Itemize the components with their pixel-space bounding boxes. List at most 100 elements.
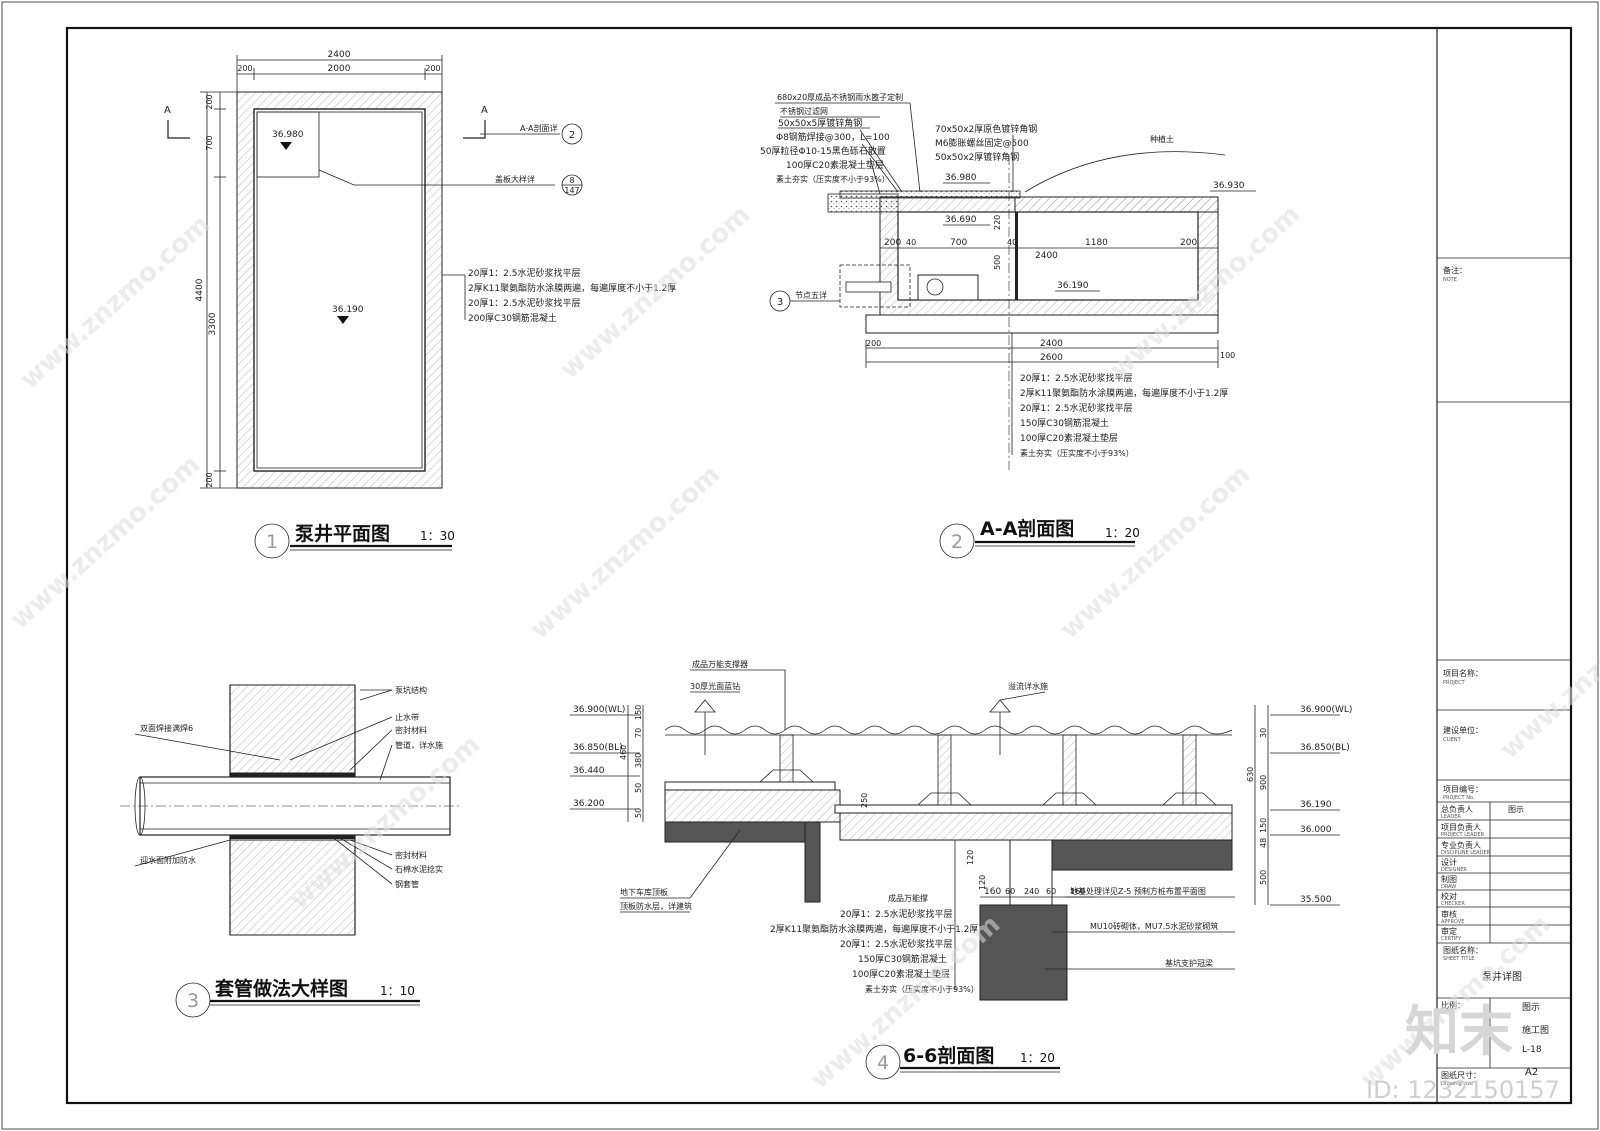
plan-layer-4: 200厚C30钢筋混凝土 bbox=[468, 312, 557, 324]
66-label-bottom-3: 成品万能撑 bbox=[888, 893, 928, 903]
tb-row-7-en: APPROVE bbox=[1441, 919, 1464, 925]
66-dim-b4: 60 bbox=[1005, 887, 1015, 896]
drawing-1-number: 1 bbox=[266, 531, 278, 553]
aa-note-5: 50厚粒径Φ10-15黑色砾石散置 bbox=[760, 145, 886, 157]
66-slab-left bbox=[664, 789, 841, 823]
aa-elev-4: 36.190 bbox=[1057, 281, 1089, 291]
plan-elev-top: 36.980 bbox=[272, 130, 304, 140]
aa-elev-2: 36.930 bbox=[1213, 181, 1245, 191]
aa-elev-3: 36.690 bbox=[945, 215, 977, 225]
tb-row-2-en: PROJECT LEADER bbox=[1441, 832, 1485, 838]
plan-inner bbox=[253, 108, 426, 472]
66-dim-r1: 30 bbox=[1259, 728, 1268, 738]
tb-size-label: 图纸尺寸： bbox=[1441, 1070, 1481, 1080]
lamp-icon bbox=[694, 699, 716, 713]
aa-dim-7: 2400 bbox=[1035, 251, 1058, 261]
66-label-top-1: 成品万能支撑器 bbox=[692, 659, 748, 669]
66-layer-6: 素土夯实（压实度不小于93%） bbox=[865, 984, 979, 994]
aa-dim-5: 1180 bbox=[1085, 238, 1108, 248]
tb-size-en: Drawing size bbox=[1441, 1081, 1473, 1087]
sleeve-label-1: 泵坑结构 bbox=[395, 685, 427, 695]
66-layer-5: 100厚C20素混凝土垫层 bbox=[852, 968, 950, 980]
66-garage-roof bbox=[664, 821, 821, 843]
lamp-icon bbox=[989, 699, 1011, 713]
tb-sheet-title-label: 图纸名称： bbox=[1443, 945, 1483, 955]
drawing-2-title: A-A剖面图 bbox=[980, 517, 1074, 540]
tb-row-1-en: LEADER bbox=[1441, 814, 1461, 820]
66-elev-left-3: 36.440 bbox=[573, 766, 605, 776]
drawing-frame bbox=[65, 26, 1573, 1105]
drawing-4-number: 4 bbox=[877, 1052, 889, 1074]
plan-callout-aa-num: 2 bbox=[569, 130, 575, 141]
aa-pump bbox=[917, 274, 979, 301]
aa-note-r2: M6膨胀螺丝固定@500 bbox=[935, 137, 1029, 149]
sleeve-detail-view: 泵坑结构 止水带 密封材料 管道，详水施 双面焊接满焊6 密封材料 石棉水泥捻实… bbox=[120, 684, 460, 1018]
aa-note-r1: 70x50x2厚原色镀锌角钢 bbox=[935, 123, 1037, 135]
66-dim-r2: 630 bbox=[1246, 767, 1255, 782]
tb-row-1: 总负责人 bbox=[1441, 804, 1473, 814]
tb-size-value: A2 bbox=[1525, 1067, 1538, 1078]
66-label-bottom-4: 地基处理详见Z-5 预制方桩布置平面图 bbox=[1070, 886, 1206, 896]
aa-dim-10: 2400 bbox=[1040, 339, 1063, 349]
plan-dim-v3: 4400 bbox=[195, 278, 205, 301]
aa-soil-label: 种植土 bbox=[1150, 134, 1174, 144]
section-66-view: 成品万能支撑器 30厚光面蓝钻 溢流详水施 36.900(WL) 36.850(… bbox=[570, 659, 1352, 1080]
66-dim-r4: 150 bbox=[1259, 818, 1268, 833]
aa-dim-12: 200 bbox=[866, 339, 881, 348]
aa-dim-2: 40 bbox=[906, 238, 916, 247]
aa-layer-4: 150厚C30钢筋混凝土 bbox=[1020, 417, 1109, 429]
drawing-4-scale: 1：20 bbox=[1020, 1051, 1055, 1065]
plan-dim-left: 200 bbox=[237, 64, 252, 73]
tb-row-4-en: DESIGNER bbox=[1441, 867, 1467, 873]
66-dim-b7: 160 bbox=[1070, 887, 1085, 896]
plan-layer-2: 2厚K11聚氨酯防水涂膜两遍，每遍厚度不小于1.2厚 bbox=[468, 282, 676, 294]
aa-note-7: 素土夯实（压实度不小于93%） bbox=[776, 174, 890, 184]
watermark-4: www.znzmo.com bbox=[5, 449, 207, 635]
66-elev-right-5: 35.500 bbox=[1300, 895, 1332, 905]
sleeve-label-4: 管道，详水施 bbox=[395, 740, 443, 750]
66-beam bbox=[1051, 839, 1233, 871]
sleeve-label-3: 密封材料 bbox=[395, 725, 427, 735]
66-label-top-2: 30厚光面蓝钻 bbox=[690, 681, 740, 691]
callout-circle-icon bbox=[561, 123, 583, 145]
66-dim-l6: 50 bbox=[634, 808, 643, 818]
watermark-10: www.znzmo.com bbox=[1495, 579, 1600, 765]
66-layer-2: 2厚K11聚氨酯防水涂膜两遍，每遍厚度不小于1.2厚 bbox=[770, 923, 978, 935]
sleeve-wall-bottom bbox=[229, 839, 356, 936]
aa-note-2: 不锈钢过滤网 bbox=[780, 106, 828, 116]
tb-client: 建设单位： bbox=[1443, 725, 1483, 735]
tb-sheet-title: 泵井详图 bbox=[1482, 970, 1522, 983]
drawing-1-scale: 1：30 bbox=[420, 529, 455, 543]
66-dim-b2: 120 bbox=[978, 875, 987, 890]
aa-layer-5: 100厚C20素混凝土垫层 bbox=[1020, 432, 1118, 444]
tb-row-6: 校对 bbox=[1441, 891, 1457, 901]
tb-row-4: 设计 bbox=[1441, 857, 1457, 867]
section-aa-view: 种植土 36.980 36.930 36.690 36.190 200 40 7… bbox=[760, 92, 1256, 559]
pool-water-surface bbox=[664, 725, 1233, 735]
watermark-6: www.znzmo.com bbox=[1055, 459, 1257, 645]
aa-note-6: 100厚C20素混凝土垫层 bbox=[786, 159, 884, 171]
watermark-id: ID: 1232150157 bbox=[1366, 1076, 1560, 1104]
aa-layer-1: 20厚1：2.5水泥砂浆找平层 bbox=[1020, 372, 1133, 384]
tb-row-6-en: CHECKER bbox=[1441, 901, 1465, 907]
aa-layer-2: 2厚K11聚氨酯防水涂膜两遍，每遍厚度不小于1.2厚 bbox=[1020, 387, 1228, 399]
aa-node-label: 节点五详 bbox=[795, 290, 827, 300]
tb-project-no-en: PROJECT No. bbox=[1443, 795, 1475, 801]
drawing-2-number: 2 bbox=[951, 531, 963, 553]
plan-section-mark-right: A bbox=[481, 105, 488, 116]
aa-dim-8: 220 bbox=[993, 215, 1002, 230]
aa-dim-6: 200 bbox=[1180, 238, 1197, 248]
plan-callout-cover-num: 8 bbox=[569, 176, 574, 185]
sleeve-label-7: 石棉水泥捻实 bbox=[395, 864, 443, 874]
tb-note-en: NOTE bbox=[1443, 277, 1457, 283]
66-elev-right-3: 36.190 bbox=[1300, 800, 1332, 810]
66-dim-l3: 380 bbox=[634, 753, 643, 768]
aa-note-1: 680x20厚成品不锈钢雨水篦子定制 bbox=[777, 92, 903, 102]
tb-sheet-title-en: SHEET TITLE bbox=[1443, 956, 1474, 962]
66-elev-left-4: 36.200 bbox=[573, 799, 605, 809]
plan-callout-aa: A-A剖面详 bbox=[520, 123, 557, 133]
66-dim-r5: 48 bbox=[1259, 838, 1268, 848]
plan-dim-overall: 2400 bbox=[328, 50, 351, 60]
